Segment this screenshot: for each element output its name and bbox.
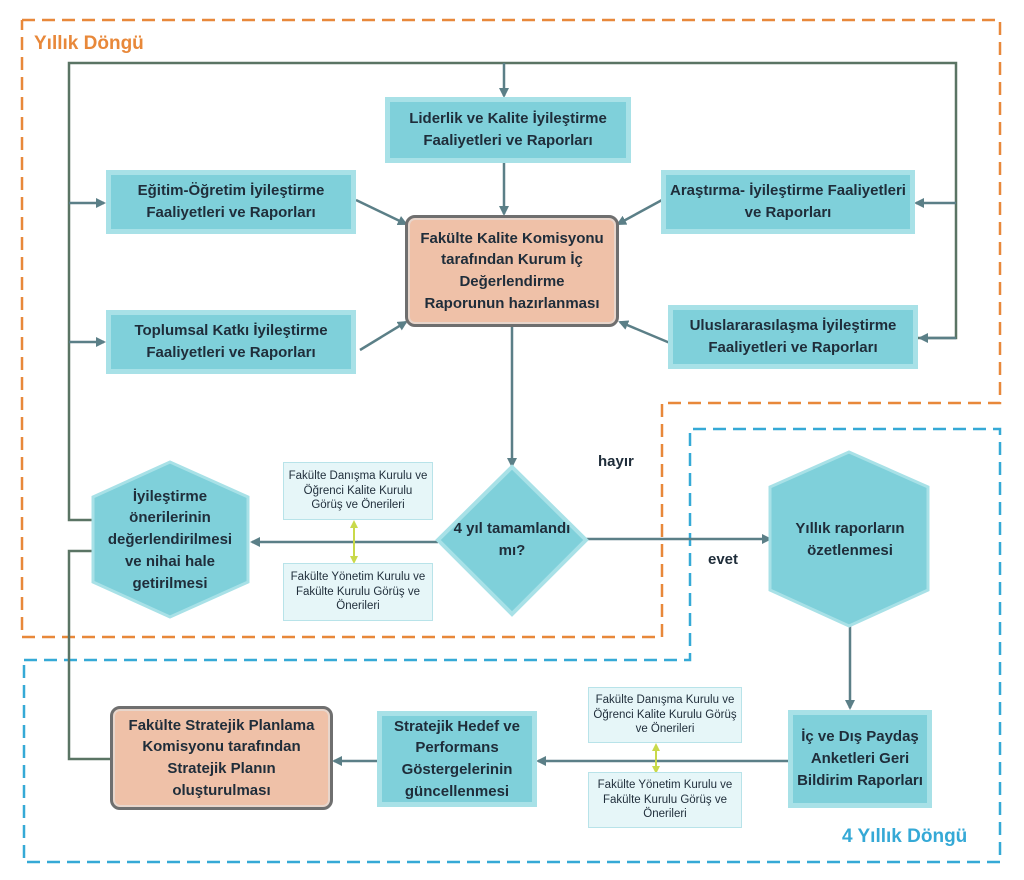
node-stakeholder-reports: İç ve Dış Paydaş Anketleri Geri Bildirim… [788, 710, 932, 808]
improvement-hexagon [91, 460, 250, 619]
node-research: Araştırma- İyileştirme Faaliyetleri ve R… [661, 170, 915, 234]
top-advisory-box: Fakülte Danışma Kurulu ve Öğrenci Kalite… [283, 462, 433, 520]
annual-cycle-frame [20, 18, 1002, 639]
node-community: Toplumsal Katkı İyileştirme Faaliyetleri… [106, 310, 356, 374]
node-education: Eğitim-Öğretim İyileştirme Faaliyetleri … [106, 170, 356, 234]
node-leadership: Liderlik ve Kalite İyileştirme Faaliyetl… [385, 97, 631, 163]
top-management-box: Fakülte Yönetim Kurulu ve Fakülte Kurulu… [283, 563, 433, 621]
node-international: Uluslararasılaşma İyileştirme Faaliyetle… [668, 305, 918, 369]
node-commission-report: Fakülte Kalite Komisyonu tarafından Kuru… [405, 215, 619, 327]
four-year-cycle-label: 4 Yıllık Döngü [842, 826, 968, 847]
decision-diamond [435, 464, 589, 617]
edge-label-yes: evet [708, 551, 739, 568]
summary-hexagon [768, 450, 930, 628]
bottom-management-box: Fakülte Yönetim Kurulu ve Fakülte Kurulu… [588, 772, 742, 828]
improvement-label: İyileştirme önerilerinin değerlendirilme… [107, 487, 233, 592]
decision-label: 4 yıl tamamlandı mı? [453, 520, 571, 559]
node-strategic-targets: Stratejik Hedef ve Performans Göstergele… [377, 711, 537, 807]
node-strategic-plan: Fakülte Stratejik Planlama Komisyonu tar… [110, 706, 333, 810]
bottom-advisory-box: Fakülte Danışma Kurulu ve Öğrenci Kalite… [588, 687, 742, 743]
four-year-cycle-frame [22, 427, 1002, 864]
summary-label: Yıllık raporların özetlenmesi [795, 520, 905, 559]
edge-label-no: hayır [598, 453, 634, 470]
annual-cycle-label: Yıllık Döngü [34, 33, 144, 54]
